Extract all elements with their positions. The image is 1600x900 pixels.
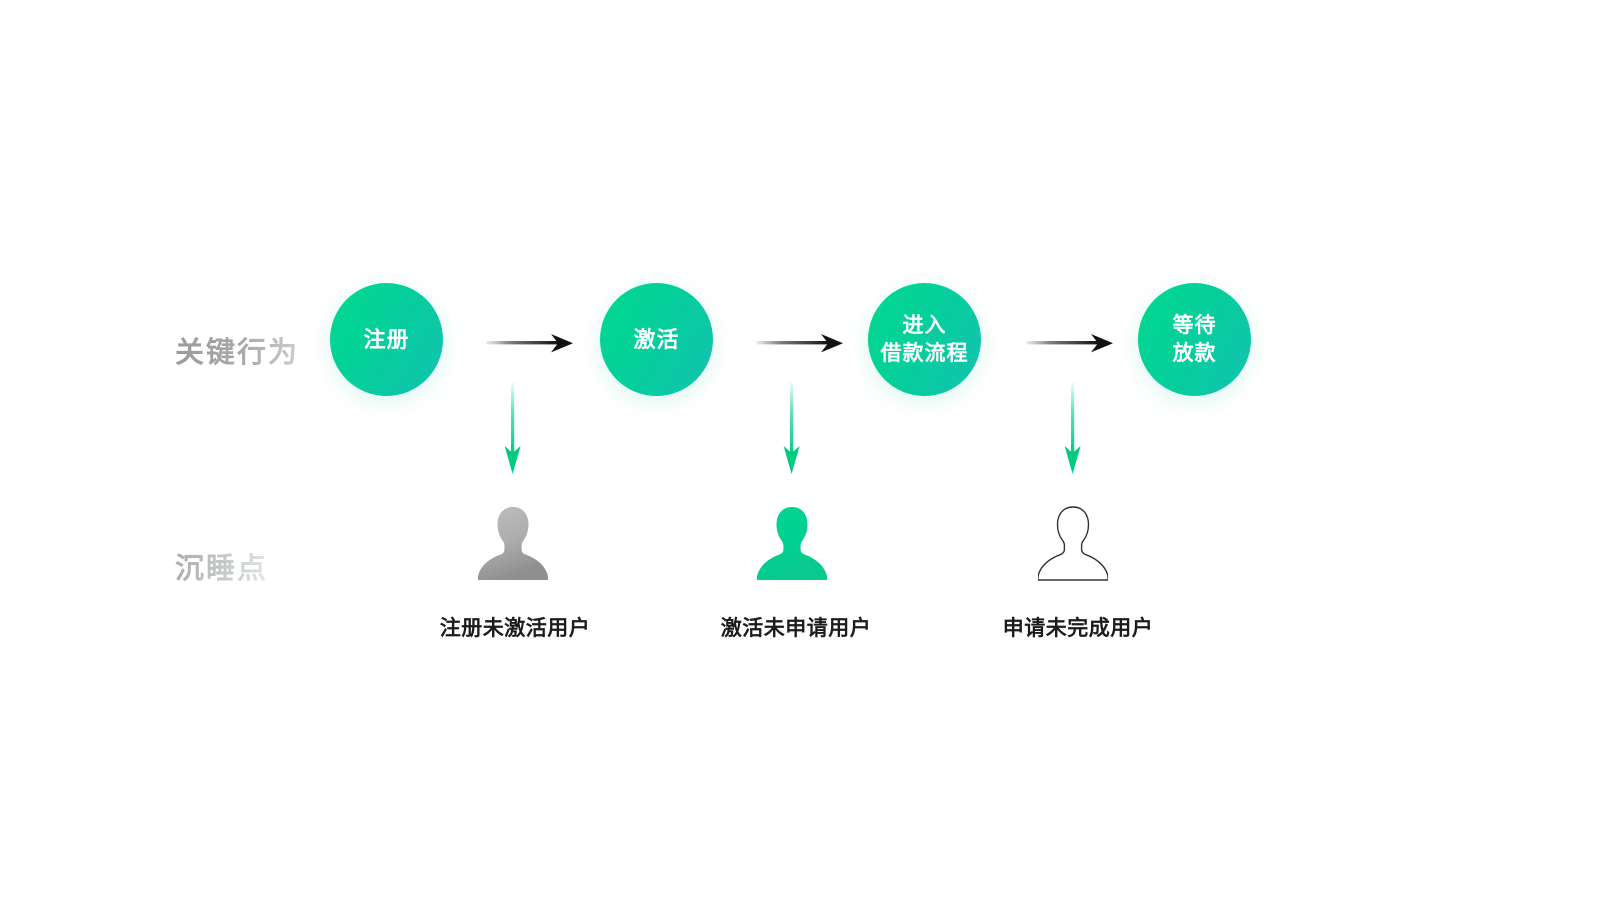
- row-label-key-action: 关键行为: [175, 329, 299, 371]
- stage-circle-enter-loan-flow[interactable]: 进入 借款流程: [868, 283, 981, 396]
- persona-caption-register-not-activated: 注册未激活用户: [439, 617, 591, 640]
- persona-caption-applied-not-completed: 申请未完成用户: [1002, 617, 1154, 640]
- stage-circle-register[interactable]: 注册: [330, 283, 443, 396]
- stage-circle-activate[interactable]: 激活: [600, 283, 713, 396]
- row-label-sleep-point: 沉睡点: [175, 545, 268, 587]
- drop-arrow-activate: [783, 382, 800, 474]
- stage-circle-label: 注册: [363, 326, 410, 352]
- stage-circle-label: 等待: [1172, 313, 1217, 337]
- persona-caption-activated-not-applied: 激活未申请用户: [720, 617, 872, 640]
- user-outline-icon-applied-not-completed[interactable]: [1038, 502, 1108, 582]
- flow-arrow-register-to-activate: [486, 334, 573, 353]
- user-silhouette-icon-activated-not-applied[interactable]: [757, 502, 827, 582]
- stage-circle-label: 进入: [902, 313, 947, 337]
- drop-arrow-register: [504, 382, 521, 474]
- flow-arrow-loanflow-to-disbursement: [1026, 334, 1113, 353]
- stage-circle-label: 放款: [1172, 341, 1217, 365]
- drop-arrow-loanflow: [1064, 382, 1081, 474]
- stage-circle-label: 激活: [633, 326, 680, 352]
- flow-arrow-activate-to-loanflow: [756, 334, 843, 353]
- stage-circle-label: 借款流程: [880, 341, 969, 365]
- stage-circle-await-disbursement[interactable]: 等待 放款: [1138, 283, 1251, 396]
- user-silhouette-icon-register-not-activated[interactable]: [478, 502, 548, 582]
